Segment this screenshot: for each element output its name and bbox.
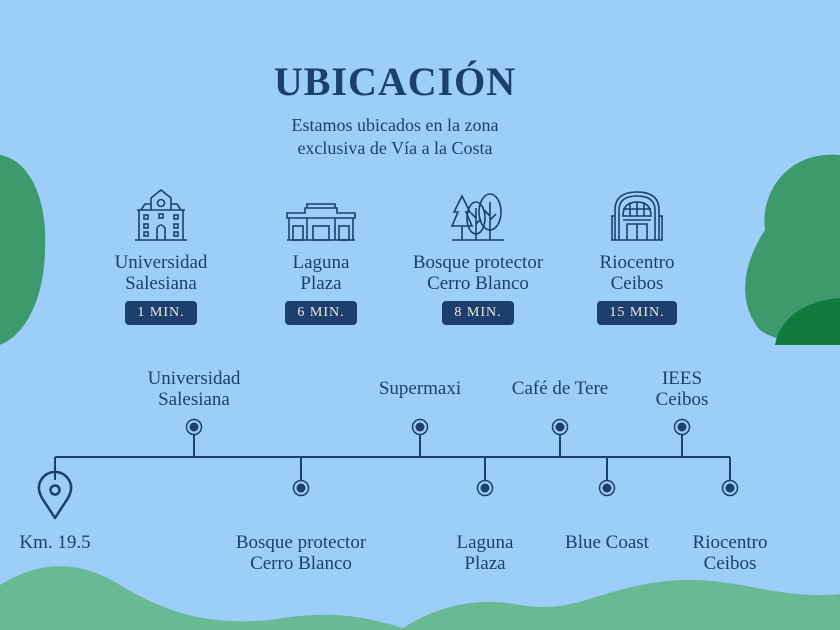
node-dot [673, 418, 691, 436]
page-title: UBICACIÓN [273, 59, 517, 104]
place-name: Cerro Blanco [427, 273, 529, 294]
timeline-label: Blue Coast [517, 532, 697, 553]
label-line: Ceibos [655, 389, 709, 410]
timeline-label: Café de Tere [470, 378, 650, 399]
node-dot [411, 418, 429, 436]
label-line: Supermaxi [378, 378, 462, 399]
label-line: Bosque protector [235, 532, 367, 553]
label-line: Laguna [456, 532, 514, 553]
label-line: Ceibos [703, 553, 757, 574]
subtitle-line: exclusiva de Vía a la Costa [297, 138, 493, 158]
timeline-start-label: Km. 19.5 [19, 532, 91, 553]
label-line: Universidad [147, 368, 241, 389]
bottom-hill-right [400, 579, 840, 630]
map-pin-icon [37, 470, 73, 520]
timeline-nodes [185, 418, 739, 497]
mall-icon [286, 203, 356, 241]
university-icon [135, 188, 187, 241]
label-line: Salesiana [158, 389, 230, 410]
place-name: Ceibos [610, 273, 664, 294]
time-badge: 6 MIN. [285, 301, 357, 325]
right-bush [745, 154, 840, 345]
station-icon [611, 191, 663, 241]
place-name: Riocentro [599, 252, 675, 273]
label-line: Blue Coast [565, 532, 649, 553]
node-dot [292, 479, 310, 497]
timeline-label: Supermaxi [330, 378, 510, 399]
label-line: IEES [661, 368, 703, 389]
label-line: Plaza [464, 553, 506, 574]
node-dot [721, 479, 739, 497]
time-badge: 8 MIN. [442, 301, 514, 325]
place-name: Laguna [292, 252, 350, 273]
node-dot [185, 418, 203, 436]
node-dot [598, 479, 616, 497]
forest-icon [450, 193, 504, 241]
time-badge: 15 MIN. [597, 301, 677, 325]
bottom-hill [0, 566, 410, 630]
label-line: Riocentro [692, 532, 768, 553]
place-name: Salesiana [125, 273, 197, 294]
node-dot [476, 479, 494, 497]
time-badge: 1 MIN. [125, 301, 197, 325]
place-name: Plaza [300, 273, 342, 294]
subtitle: Estamos ubicados en la zona exclusiva de… [0, 114, 790, 160]
label-line: Café de Tere [511, 378, 609, 399]
place-name: Universidad [114, 252, 208, 273]
node-dot [551, 418, 569, 436]
subtitle-line: Estamos ubicados en la zona [291, 115, 499, 135]
place-name: Bosque protector [412, 252, 544, 273]
left-bush [0, 155, 46, 345]
right-bush-dark [775, 298, 840, 345]
label-line: Cerro Blanco [250, 553, 352, 574]
